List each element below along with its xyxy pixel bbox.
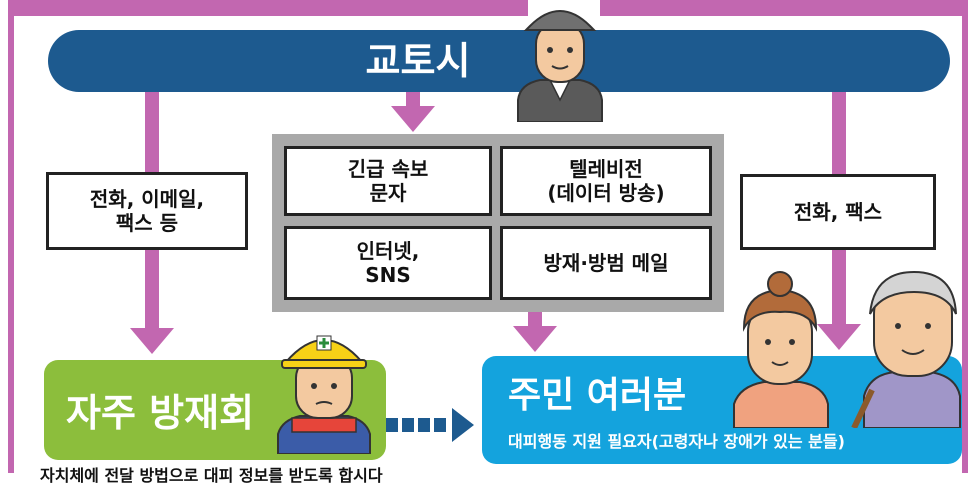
frame-top-right (600, 0, 968, 16)
residents-sub-label: 대피행동 지원 필요자(고령자나 장애가 있는 분들) (508, 432, 845, 451)
community-disaster-org-label: 자주 방재회 (66, 391, 255, 435)
contact-methods-right-label: 전화, 팩스 (793, 200, 883, 224)
frame-right (962, 0, 968, 473)
emergency-alert-line1: 긴급 속보 (347, 157, 429, 181)
internet-line2: SNS (365, 263, 411, 287)
contact-methods-left-box: 전화, 이메일, 팩스 등 (46, 172, 248, 250)
arrow-shaft-center-bottom (528, 312, 542, 328)
worker-illustration (277, 335, 371, 454)
arrow-shaft-center-top (406, 92, 420, 110)
dash-3 (418, 418, 430, 432)
city-bar: 교토시 (48, 30, 950, 92)
city-title: 교토시 (365, 39, 471, 83)
arrow-head-right (817, 324, 861, 350)
internet-cell: 인터넷, SNS (284, 226, 492, 300)
dash-4 (434, 418, 446, 432)
contact-methods-left-line1: 전화, 이메일, (89, 187, 205, 211)
emergency-alert-line2: 문자 (369, 181, 407, 205)
arrow-head-center-top (391, 106, 435, 132)
contact-methods-left-line2: 팩스 등 (115, 211, 179, 235)
channels-panel: 긴급 속보 문자 텔레비전 (데이터 방송) 인터넷, SNS 방재·방범 메일 (272, 134, 724, 312)
disaster-mail-cell: 방재·방범 메일 (500, 226, 712, 300)
frame-left (8, 0, 14, 473)
residents-illustration (733, 270, 961, 428)
frame-top-left (8, 0, 528, 16)
arrow-head-left (130, 328, 174, 354)
tv-line1: 텔레비전 (569, 157, 643, 181)
dash-arrow-head (452, 408, 474, 442)
tv-line2: (데이터 방송) (547, 181, 665, 205)
city-official-illustration (517, 10, 603, 122)
residents-label: 주민 여러분 (508, 375, 687, 416)
tv-cell: 텔레비전 (데이터 방송) (500, 146, 712, 216)
contact-methods-right-box: 전화, 팩스 (740, 174, 936, 250)
dash-1 (386, 418, 398, 432)
disaster-mail-label: 방재·방범 메일 (543, 251, 669, 275)
emergency-alert-cell: 긴급 속보 문자 (284, 146, 492, 216)
arrow-head-center-bottom (513, 326, 557, 352)
internet-line1: 인터넷, (356, 239, 420, 263)
bottom-note: 자치체에 전달 방법으로 대피 정보를 받도록 합시다 (40, 466, 383, 485)
dash-2 (402, 418, 414, 432)
